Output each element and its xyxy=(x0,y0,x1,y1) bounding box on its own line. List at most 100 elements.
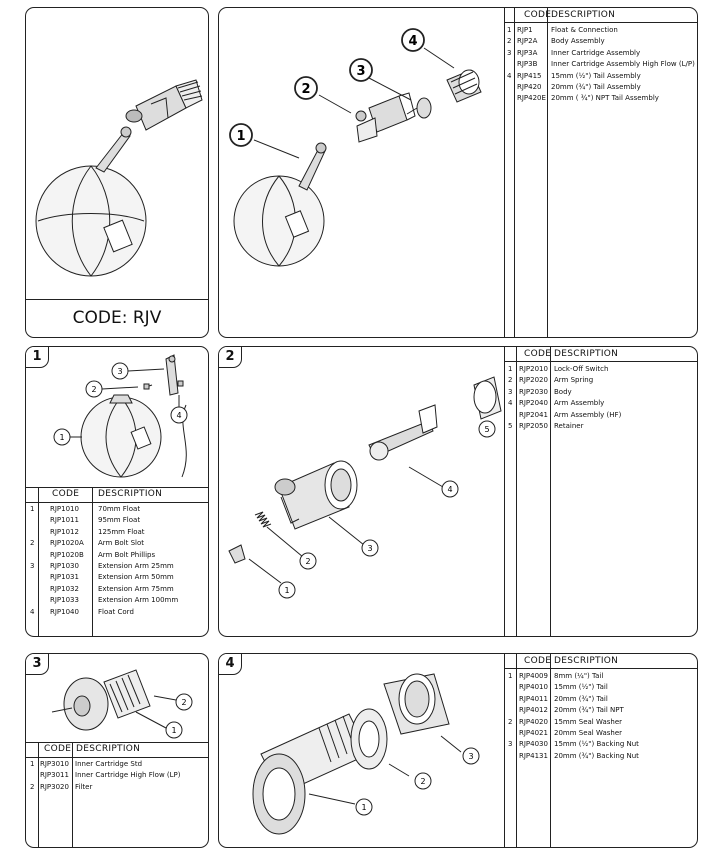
section-1-callout-1: 1 xyxy=(53,428,71,446)
svg-text:3: 3 xyxy=(117,367,122,376)
part-code-cell: RJP1020B xyxy=(50,550,84,559)
description-cell: Arm Bolt Slot xyxy=(98,539,145,548)
item-number-cell: 5 xyxy=(508,422,513,430)
svg-text:2: 2 xyxy=(420,777,425,786)
svg-text:4: 4 xyxy=(176,411,181,420)
table-header-code: CODE xyxy=(524,656,552,666)
description-cell: Extension Arm 25mm xyxy=(98,562,174,570)
item-number-cell: 2 xyxy=(508,376,513,385)
part-code-cell: RJP2020 xyxy=(519,376,548,385)
section-2-panel: 2 1 2 3 4 xyxy=(218,346,698,637)
description-cell: Body Assembly xyxy=(551,37,605,46)
item-number-cell: 1 xyxy=(507,26,512,34)
part-code-cell: RJP420 xyxy=(517,83,542,91)
description-cell: 20mm (¾") Backing Nut xyxy=(554,751,639,760)
description-cell: Arm Spring xyxy=(554,376,594,385)
item-number-cell: 1 xyxy=(30,505,35,513)
description-cell: 20mm ( ¾") NPT Tail Assembly xyxy=(551,94,659,103)
section-2-callout-5: 5 xyxy=(478,420,496,438)
item-number-cell: 1 xyxy=(508,672,513,680)
table-header-description: DESCRIPTION xyxy=(76,744,141,754)
part-code-cell: RJP2010 xyxy=(519,365,548,373)
table-header-description: DESCRIPTION xyxy=(98,489,163,499)
part-code-cell: RJP4021 xyxy=(519,729,548,737)
description-cell: 125mm Float xyxy=(98,527,145,536)
overview-callout-4: 4 xyxy=(401,28,425,52)
item-number-cell: 1 xyxy=(508,365,513,373)
description-cell: Float & Connection xyxy=(551,26,618,34)
table-header-description: DESCRIPTION xyxy=(551,10,616,20)
description-cell: 20mm Seal Washer xyxy=(554,729,623,737)
part-code-cell: RJP2A xyxy=(517,37,538,46)
assembled-valve-illustration xyxy=(35,79,203,277)
section-1-callout-2: 2 xyxy=(85,380,103,398)
description-cell: Filter xyxy=(75,782,93,791)
description-cell: Retainer xyxy=(554,422,584,430)
part-code-cell: RJP1033 xyxy=(50,596,79,605)
item-number-cell: 4 xyxy=(508,399,513,408)
part-code-cell: RJP1040 xyxy=(50,607,79,616)
section-4-illustration: 1 2 3 xyxy=(252,673,480,835)
description-cell: 95mm Float xyxy=(98,516,141,525)
section-1-callout-4: 4 xyxy=(170,406,188,424)
svg-text:1: 1 xyxy=(236,129,245,144)
part-code-cell: RJP4131 xyxy=(519,751,548,760)
table-header-code: CODE xyxy=(524,10,552,20)
svg-text:3: 3 xyxy=(468,752,473,761)
overview-callout-3: 3 xyxy=(349,58,373,82)
description-cell: Arm Assembly (HF) xyxy=(554,410,622,419)
section-3-callout-1: 1 xyxy=(165,721,183,739)
item-number-cell: 2 xyxy=(30,539,35,548)
table-header-code: CODE xyxy=(44,744,72,754)
section-2-callout-3: 3 xyxy=(361,539,379,557)
section-2-callout-4: 4 xyxy=(441,480,459,498)
item-number-cell: 4 xyxy=(507,71,512,80)
section-2-callout-2: 2 xyxy=(299,552,317,570)
svg-text:5: 5 xyxy=(484,425,489,434)
description-cell: 15mm (½") Backing Nut xyxy=(554,740,639,749)
description-cell: 15mm (½") Tail Assembly xyxy=(551,71,641,80)
product-code-label: CODE: RJV xyxy=(26,299,208,337)
description-cell: 20mm (¾") Tail Assembly xyxy=(551,83,641,91)
item-number-cell: 1 xyxy=(30,760,35,768)
item-number-cell: 2 xyxy=(30,782,35,791)
part-code-cell: RJP2041 xyxy=(519,410,548,419)
main-product-panel: CODE: RJV xyxy=(25,7,209,338)
table-header-description: DESCRIPTION xyxy=(554,349,619,359)
part-code-cell: RJP1020A xyxy=(50,539,84,548)
description-cell: 8mm (¼") Tail xyxy=(554,672,604,680)
item-number-cell: 2 xyxy=(507,37,512,46)
part-code-cell: RJP1031 xyxy=(50,573,79,582)
part-code-cell: RJP3B xyxy=(517,60,538,69)
part-code-cell: RJP3010 xyxy=(40,760,69,768)
item-number-cell: 3 xyxy=(508,387,513,396)
svg-text:4: 4 xyxy=(408,34,417,49)
description-cell: Arm Assembly xyxy=(554,399,605,408)
svg-text:4: 4 xyxy=(447,485,452,494)
part-code-cell: RJP1032 xyxy=(50,584,79,593)
item-number-cell: 3 xyxy=(507,48,512,57)
section-3-illustration: 1 2 xyxy=(51,669,193,739)
section-2-callout-1: 1 xyxy=(278,581,296,599)
part-code-cell: RJP2030 xyxy=(519,387,548,396)
section-4-panel: 4 1 2 3 CODE DESCRIPTION xyxy=(218,653,698,848)
description-cell: Inner Cartridge Assembly xyxy=(551,48,641,57)
part-code-cell: RJP4030 xyxy=(519,740,548,749)
description-cell: 20mm (¾") Tail xyxy=(554,694,608,703)
section-2-illustration: 1 2 3 4 5 xyxy=(228,376,502,599)
table-header-code: CODE xyxy=(52,489,80,499)
part-code-cell: RJP4010 xyxy=(519,683,548,692)
svg-text:2: 2 xyxy=(181,698,186,707)
description-cell: Extension Arm 100mm xyxy=(98,596,179,605)
svg-text:2: 2 xyxy=(301,82,310,97)
description-cell: Inner Cartridge High Flow (LP) xyxy=(75,771,181,780)
section-3-badge: 3 xyxy=(26,654,49,675)
item-number-cell: 3 xyxy=(30,562,35,570)
part-code-cell: RJP415 xyxy=(517,71,542,80)
overview-callout-1: 1 xyxy=(229,123,253,147)
svg-text:3: 3 xyxy=(356,64,365,79)
